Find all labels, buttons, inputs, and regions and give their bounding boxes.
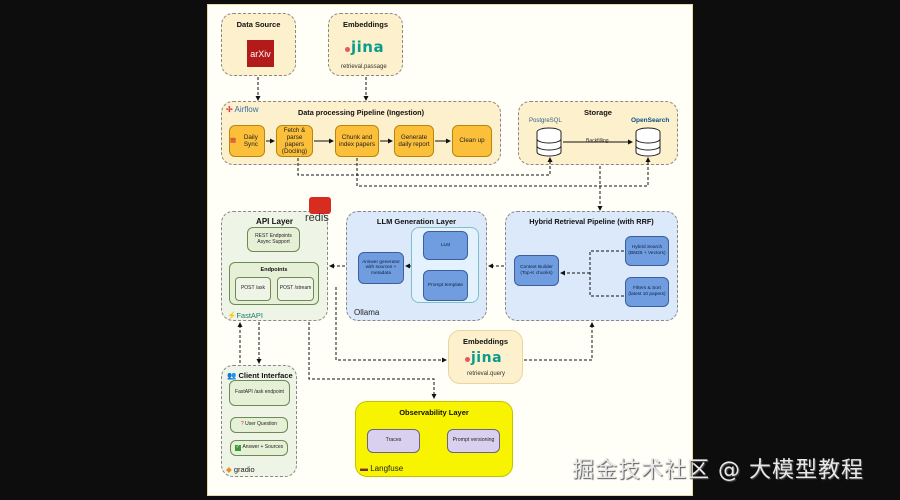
ollama-logo: Ollama bbox=[354, 308, 380, 317]
arxiv-logo: arXiv bbox=[247, 40, 274, 67]
embeddings-passage-box: Embeddings jina retrieval.passage bbox=[328, 13, 403, 76]
user-question-node[interactable]: ? User Question bbox=[230, 417, 288, 433]
jina-query-logo: jina bbox=[465, 350, 502, 366]
opensearch-database-icon bbox=[635, 127, 661, 157]
embeddings-query-title: Embeddings bbox=[462, 337, 508, 346]
data-source-box: Data Source arXiv bbox=[221, 13, 296, 76]
step-generate-report[interactable]: Generate daily report bbox=[394, 125, 434, 157]
data-source-title: Data Source bbox=[236, 20, 281, 29]
prompt-template-node: Prompt template bbox=[423, 270, 468, 301]
postgresql-database-icon bbox=[536, 127, 562, 157]
storage-title: Storage bbox=[584, 108, 612, 117]
embeddings-passage-model: retrieval.passage bbox=[341, 64, 387, 70]
llm-layer-title: LLM Generation Layer bbox=[376, 217, 457, 226]
ingestion-title: Data processing Pipeline (Ingestion) bbox=[297, 108, 425, 117]
rest-endpoints-node: REST Endpoints Async Support bbox=[247, 227, 300, 252]
opensearch-logo: OpenSearch bbox=[631, 117, 670, 124]
traces-node: Traces bbox=[367, 429, 420, 453]
calendar-icon: ▦ bbox=[230, 137, 236, 145]
post-ask-endpoint[interactable]: POST /ask bbox=[235, 277, 271, 301]
langfuse-logo: ▬ Langfuse bbox=[360, 464, 404, 473]
client-interface-title: 👥 Client Interface bbox=[227, 371, 293, 380]
backfilling-label: Backfilling bbox=[586, 138, 609, 144]
question-icon: ? bbox=[240, 421, 244, 428]
watermark: 掘金技术社区 @ 大模型教程 bbox=[572, 458, 864, 483]
redis-logo: redis bbox=[305, 197, 331, 224]
jina-logo: jina bbox=[345, 38, 384, 56]
airflow-logo: ✢ Airflow bbox=[226, 105, 259, 114]
step-chunk-index[interactable]: Chunk and index papers bbox=[335, 125, 379, 157]
fastapi-logo: ⚡FastAPI bbox=[227, 311, 264, 320]
step-clean-up[interactable]: Clean up bbox=[452, 125, 492, 157]
observability-title: Observability Layer bbox=[399, 408, 469, 417]
post-stream-endpoint[interactable]: POST /stream bbox=[277, 277, 314, 301]
fastapi-icon: ⚡ bbox=[227, 311, 237, 320]
step-daily-sync[interactable]: ▦ Daily Sync bbox=[229, 125, 265, 157]
retrieval-title: Hybrid Retrieval Pipeline (with RRF) bbox=[529, 217, 654, 226]
embeddings-query-box: Embeddings jina retrieval.query bbox=[448, 330, 523, 384]
step-fetch-parse[interactable]: Fetch & parse papers (Docling) bbox=[276, 125, 313, 157]
embeddings-query-model: retrieval.query bbox=[467, 371, 506, 377]
llm-node: LLM bbox=[423, 231, 468, 260]
airflow-icon: ✢ bbox=[226, 105, 233, 114]
postgresql-logo: PostgreSQL bbox=[529, 118, 562, 124]
endpoints-title: Endpoints bbox=[260, 267, 288, 273]
gradio-logo: ◆ gradio bbox=[226, 465, 255, 474]
checkmark-icon: ✓ bbox=[234, 444, 242, 451]
answer-generator-node: Answer generator with sources + metadata bbox=[358, 252, 404, 284]
redis-icon bbox=[309, 197, 331, 214]
client-fastapi-node: FastAPI /ask endpoint bbox=[229, 380, 290, 406]
context-builder-node: Context Builder (Top-K chunks) bbox=[514, 255, 559, 286]
embeddings-passage-title: Embeddings bbox=[342, 20, 388, 29]
gradio-icon: ◆ bbox=[226, 465, 232, 474]
hybrid-search-node: Hybrid Search (BM25 + Vectors) bbox=[625, 236, 669, 266]
answer-sources-node: ✓ Answer + Sources bbox=[230, 440, 288, 456]
prompt-versioning-node: Prompt versioning bbox=[447, 429, 500, 453]
users-icon: 👥 bbox=[227, 371, 237, 380]
api-layer-title: API Layer bbox=[256, 217, 293, 226]
langfuse-icon: ▬ bbox=[360, 464, 368, 473]
filters-sort-node: Filters & Sort (latest 10 papers) bbox=[625, 277, 669, 307]
